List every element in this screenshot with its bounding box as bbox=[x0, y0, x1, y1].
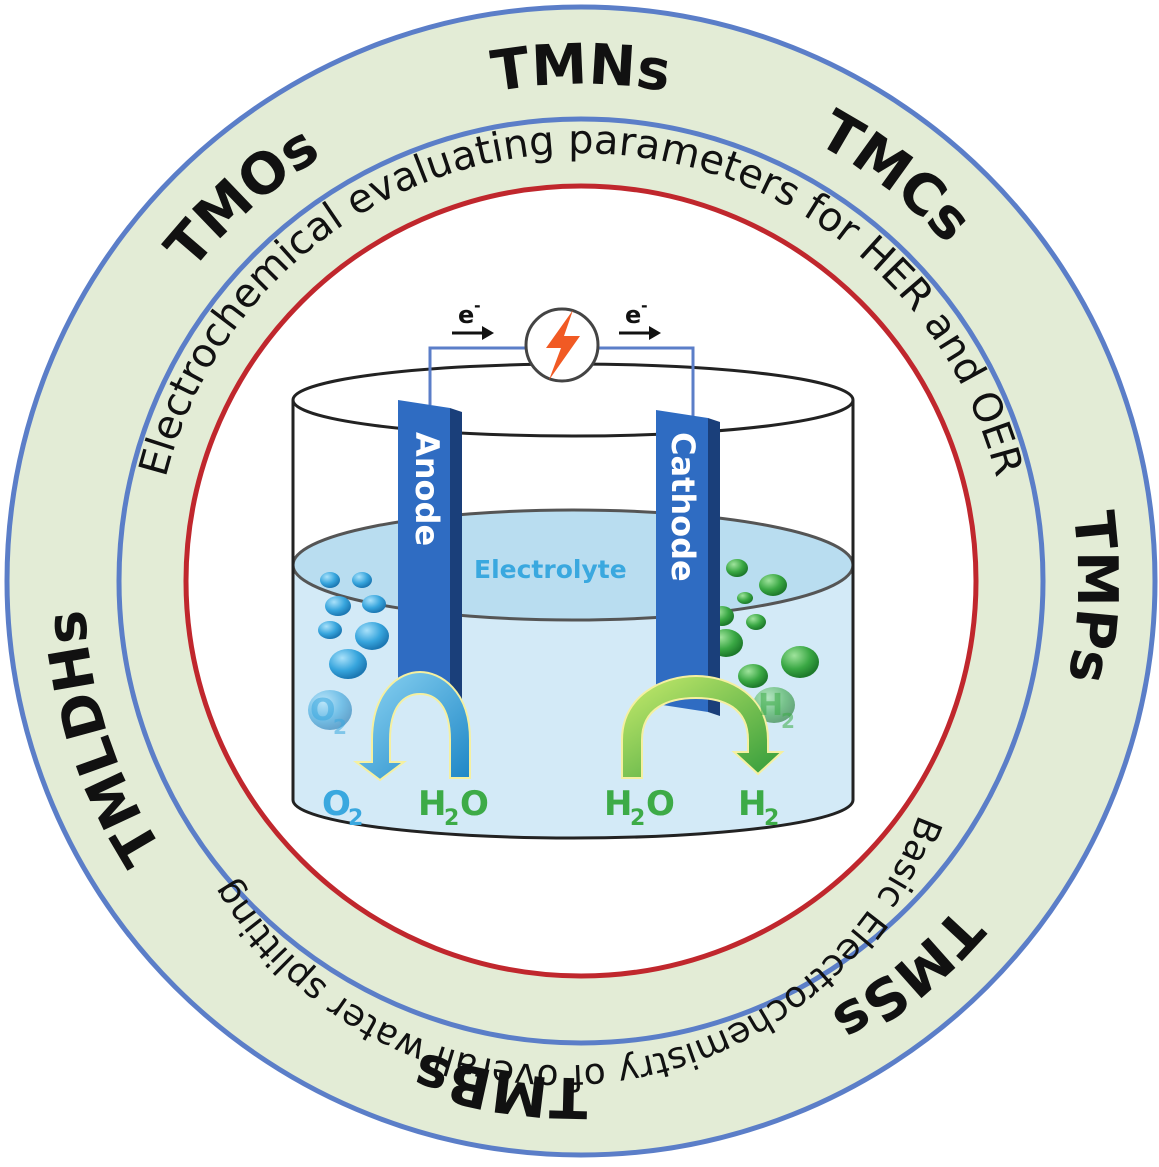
svg-text:H: H bbox=[604, 784, 632, 824]
anode-electrode: Anode bbox=[398, 400, 462, 702]
svg-text:e: e bbox=[625, 301, 641, 329]
power-source bbox=[524, 307, 600, 383]
cathode-product-h2: H 2 bbox=[738, 784, 779, 831]
anode-reaction-arrow bbox=[353, 670, 471, 782]
svg-text:H: H bbox=[738, 784, 766, 824]
svg-text:O: O bbox=[322, 784, 351, 824]
cathode-reaction-arrow bbox=[621, 674, 785, 779]
cathode-gas-label: H 2 bbox=[758, 688, 795, 733]
circuit-wire bbox=[428, 346, 695, 418]
electron-flow-left: e - bbox=[452, 296, 494, 340]
lightning-bolt-icon bbox=[546, 310, 580, 380]
svg-text:2: 2 bbox=[764, 806, 779, 831]
svg-text:O: O bbox=[460, 784, 489, 824]
arrow-right-icon bbox=[649, 326, 661, 340]
anode-reactant-h2o: H 2 O bbox=[418, 784, 489, 831]
hydrogen-bubbles bbox=[709, 559, 819, 723]
svg-text:2: 2 bbox=[348, 806, 363, 831]
svg-text:2: 2 bbox=[630, 806, 645, 831]
svg-text:2: 2 bbox=[333, 715, 347, 739]
electron-flow-right: e - bbox=[619, 296, 661, 340]
cathode-reactant-h2o: H 2 O bbox=[604, 784, 675, 831]
outer-label-tmns: TMNs bbox=[487, 32, 675, 105]
cathode-electrode: Cathode bbox=[656, 410, 720, 716]
svg-text:-: - bbox=[641, 296, 648, 315]
svg-text:2: 2 bbox=[781, 709, 795, 733]
svg-text:-: - bbox=[474, 296, 481, 315]
svg-text:O: O bbox=[646, 784, 675, 824]
oxygen-bubbles bbox=[308, 572, 389, 730]
outer-label-tmps: TMPs bbox=[1055, 508, 1129, 688]
anode-product-o2: O 2 bbox=[322, 784, 363, 831]
electrolyte-label: Electrolyte bbox=[474, 555, 627, 584]
cathode-label: Cathode bbox=[664, 432, 702, 582]
svg-text:H: H bbox=[758, 688, 783, 723]
anode-label: Anode bbox=[408, 432, 446, 546]
arrow-right-icon bbox=[482, 326, 494, 340]
svg-text:e: e bbox=[458, 301, 474, 329]
svg-text:2: 2 bbox=[444, 806, 459, 831]
svg-text:H: H bbox=[418, 784, 446, 824]
svg-text:O: O bbox=[310, 693, 336, 728]
anode-gas-label: O 2 bbox=[310, 693, 347, 739]
